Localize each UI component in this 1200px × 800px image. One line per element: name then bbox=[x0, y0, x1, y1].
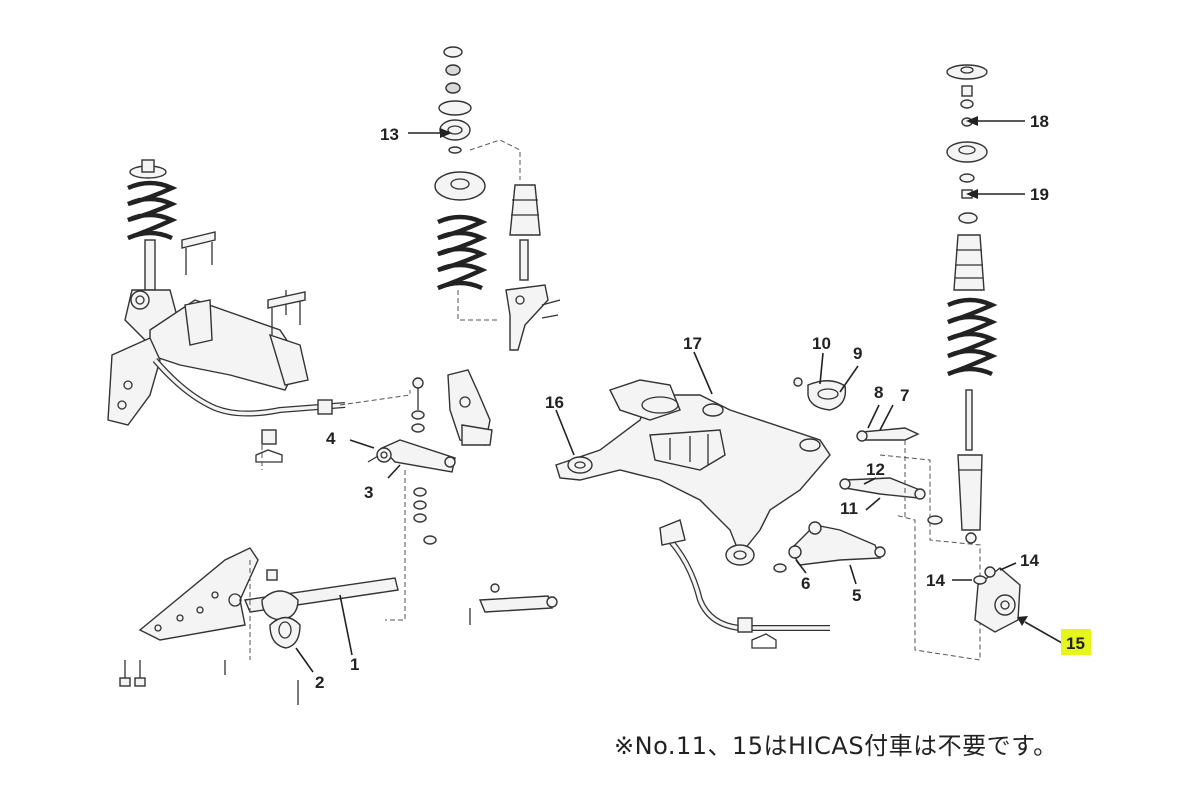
front-link-rod bbox=[469, 583, 558, 625]
callout-14-lower: 14 bbox=[926, 571, 945, 590]
front-stabilizer-bar bbox=[152, 358, 346, 463]
callout-1: 1 bbox=[350, 655, 359, 674]
callout-2: 2 bbox=[315, 673, 324, 692]
callout-7: 7 bbox=[900, 386, 909, 405]
callout-10: 10 bbox=[812, 334, 831, 353]
callout-arrowheads bbox=[440, 116, 1028, 626]
callout-11: 11 bbox=[840, 499, 858, 518]
rear-subframe bbox=[555, 379, 831, 566]
front-lower-arm bbox=[367, 439, 456, 473]
callout-9: 9 bbox=[853, 344, 862, 363]
callout-labels: 1 2 3 4 5 6 7 8 9 10 11 12 13 14 14 15 1… bbox=[315, 112, 1085, 692]
callout-4: 4 bbox=[326, 429, 336, 448]
callout-19: 19 bbox=[1030, 185, 1049, 204]
rear-stabilizer-bar bbox=[659, 519, 830, 649]
front-strut-exploded bbox=[434, 46, 561, 351]
rear-upper-link bbox=[793, 377, 920, 442]
callout-15: 15 bbox=[1066, 634, 1085, 653]
front-crossmember bbox=[107, 231, 309, 426]
callout-13: 13 bbox=[380, 125, 399, 144]
callout-leaders bbox=[295, 120, 1063, 673]
callout-5: 5 bbox=[852, 586, 861, 605]
callout-18: 18 bbox=[1030, 112, 1049, 131]
callout-12: 12 bbox=[866, 460, 885, 479]
rear-strut-assembly bbox=[927, 64, 998, 544]
hicas-footnote: ※No.11、15はHICAS付車は不要です。 bbox=[614, 732, 1058, 760]
rear-knuckle bbox=[973, 566, 1021, 633]
rear-lower-link bbox=[839, 477, 926, 500]
callout-16: 16 bbox=[545, 393, 564, 412]
rear-lower-arm bbox=[773, 521, 886, 573]
callout-15-highlight bbox=[1061, 629, 1091, 655]
callout-6: 6 bbox=[801, 574, 810, 593]
callout-8: 8 bbox=[874, 383, 883, 402]
callout-14-upper: 14 bbox=[1020, 551, 1039, 570]
callout-17: 17 bbox=[683, 334, 702, 353]
front-radius-rod bbox=[119, 547, 399, 705]
callout-3: 3 bbox=[364, 483, 373, 502]
front-knuckle bbox=[411, 369, 493, 446]
